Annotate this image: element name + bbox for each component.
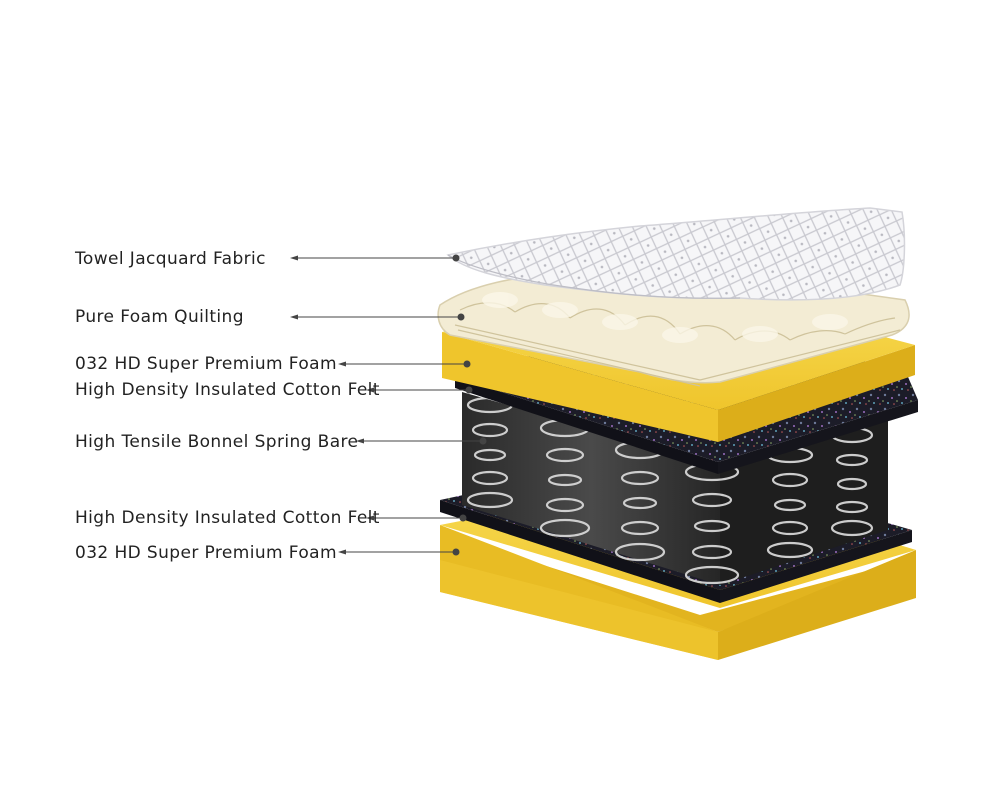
- leader-line-foam-bottom: [338, 548, 460, 556]
- label-bottom-cotton-felt: High Density Insulated Cotton Felt: [75, 508, 380, 528]
- jacquard-fabric-layer: [446, 207, 906, 301]
- label-top-cotton-felt: High Density Insulated Cotton Felt: [75, 380, 380, 400]
- leader-line-felt-top: [366, 386, 473, 394]
- leader-line-springs: [356, 437, 487, 445]
- label-pure-foam-quilting: Pure Foam Quilting: [75, 307, 244, 327]
- leader-line-felt-bottom: [366, 514, 467, 522]
- label-top-hd-foam: 032 HD Super Premium Foam: [75, 354, 337, 374]
- leader-line-quilting: [290, 313, 465, 321]
- spring-unit: [462, 392, 888, 585]
- leader-lines: [290, 254, 487, 556]
- leader-line-fabric: [290, 254, 460, 262]
- leader-line-foam-top: [338, 360, 471, 368]
- label-bonnel-spring: High Tensile Bonnel Spring Bare: [75, 432, 359, 452]
- label-towel-jacquard-fabric: Towel Jacquard Fabric: [75, 249, 266, 269]
- label-bottom-hd-foam: 032 HD Super Premium Foam: [75, 543, 337, 563]
